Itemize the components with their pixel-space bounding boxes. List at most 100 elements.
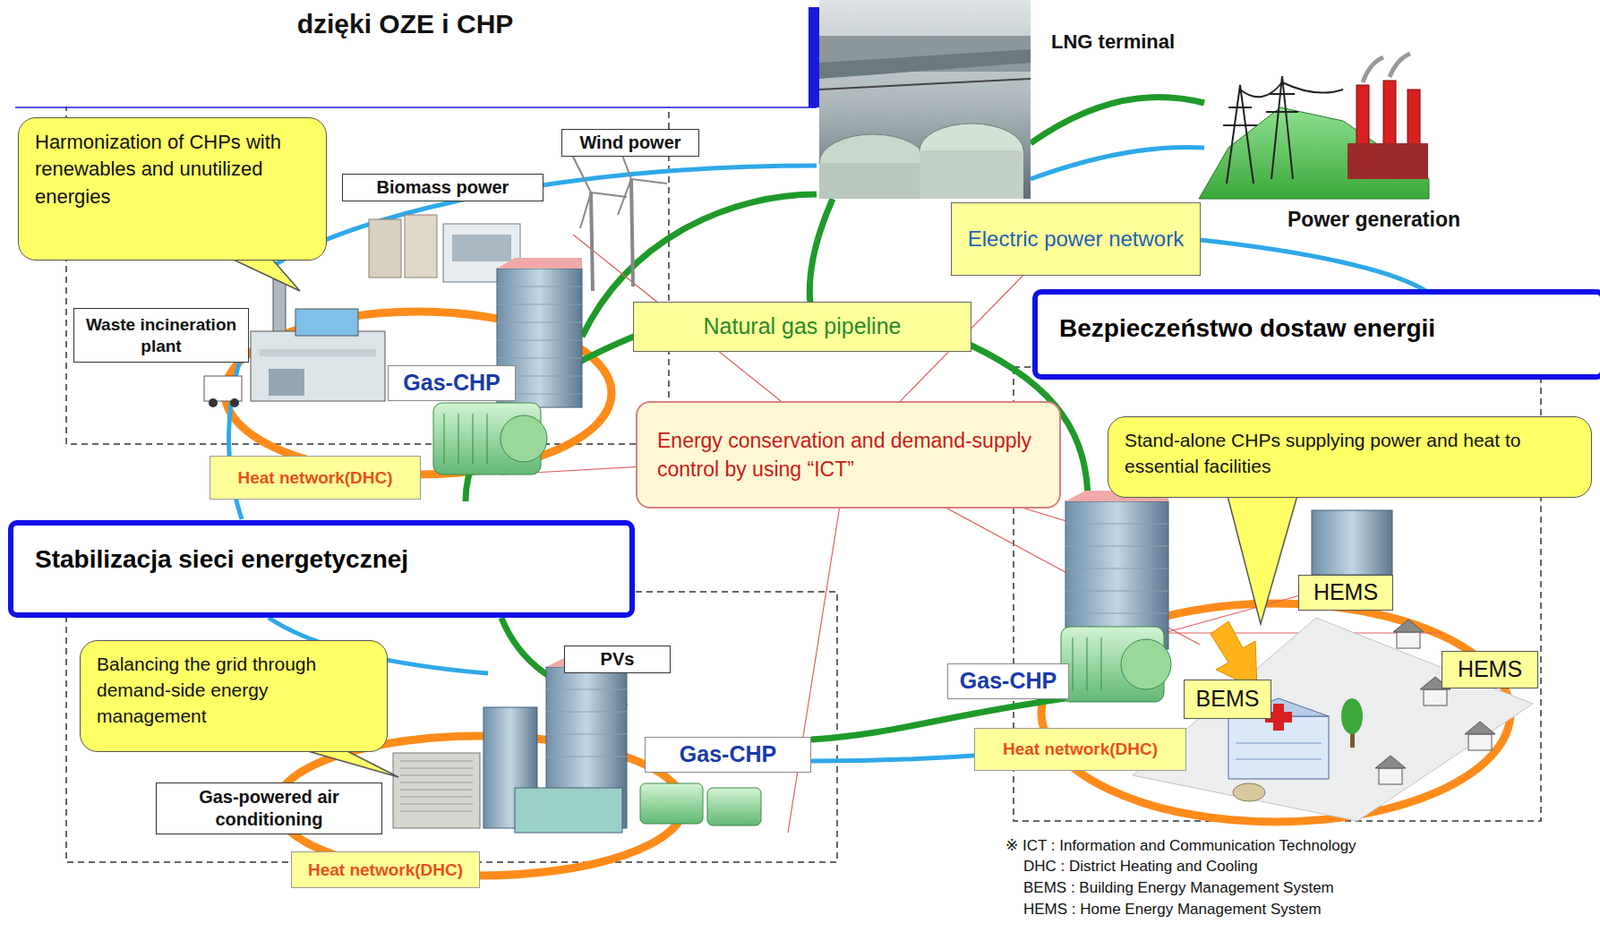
ems-box: HEMS xyxy=(1298,574,1394,611)
abbreviation-note: HEMS : Home Energy Management System xyxy=(1023,900,1322,919)
node-text: Gas-CHP xyxy=(953,667,1063,695)
house xyxy=(1464,721,1496,735)
gas-air-conditioner xyxy=(393,752,480,829)
node-text: Waste incineration plant xyxy=(79,314,243,358)
house xyxy=(1423,689,1447,706)
chp-engine xyxy=(1072,637,1102,692)
gas-pipeline-line xyxy=(1030,96,1205,144)
wind-turbine xyxy=(590,192,593,291)
node-text: Wind power xyxy=(567,131,694,155)
house xyxy=(1468,734,1492,751)
wind-turbine xyxy=(573,156,627,229)
lng-terminal-photo xyxy=(819,49,1031,79)
heat-network-box: Heat network(DHC) xyxy=(974,727,1187,771)
node-text: Biomass power xyxy=(348,176,538,199)
title-frame xyxy=(0,0,811,107)
node-text: Gas-powered air conditioning xyxy=(162,786,377,831)
power-plant-illustration xyxy=(1240,82,1344,97)
house xyxy=(1396,632,1421,649)
ground-plate xyxy=(1132,617,1533,822)
lng-terminal-photo xyxy=(819,0,1031,199)
callout-bubble: Stand-alone CHPs supplying power and hea… xyxy=(1107,416,1592,498)
node-text: HEMS xyxy=(1304,578,1387,607)
callout-bubble: Harmonization of CHPs with renewables an… xyxy=(17,117,327,261)
power-plant-illustration xyxy=(1223,85,1258,184)
waste-incineration-illustration xyxy=(250,331,386,402)
chp-engine xyxy=(433,402,548,475)
illustration-label: Power generation xyxy=(1287,207,1461,232)
waste-incineration-illustration xyxy=(208,398,218,408)
chp-label-box: Gas-CHP xyxy=(947,663,1070,700)
house xyxy=(1393,619,1424,633)
abbreviation-note: DHC : District Heating and Cooling xyxy=(1023,857,1258,876)
power-plant-illustration xyxy=(1266,76,1299,180)
tree xyxy=(1341,698,1363,735)
waste-incineration-illustration xyxy=(268,368,305,396)
node-text: Energy conservation and demand-supply co… xyxy=(657,426,1040,484)
wind-turbine xyxy=(631,179,634,287)
callout-pointer xyxy=(1226,492,1299,625)
callout-pointer xyxy=(223,255,300,291)
node-text: Stabilizacja sieci energetycznej xyxy=(34,543,608,575)
node-text: Heat network(DHC) xyxy=(297,859,474,882)
waste-incineration-illustration xyxy=(295,308,359,336)
label-box: Wind power xyxy=(561,128,700,157)
node-text: Natural gas pipeline xyxy=(641,312,964,341)
wind-turbine xyxy=(573,143,668,291)
callout-bubble: Balancing the grid through demand-side e… xyxy=(79,640,388,753)
lng-terminal-photo xyxy=(819,0,1031,199)
label-box: PVs xyxy=(564,645,671,674)
ict-leader-line xyxy=(1163,590,1317,634)
pipeline-label-box: Natural gas pipeline xyxy=(633,301,972,352)
title-frame xyxy=(0,0,820,108)
tree xyxy=(1341,698,1363,748)
illustration-label: LNG terminal xyxy=(1051,30,1175,54)
chp-engine xyxy=(640,783,762,826)
power-plant-illustration xyxy=(1347,143,1429,180)
waste-incineration-illustration xyxy=(259,349,377,357)
electric-power-line xyxy=(268,165,817,269)
house xyxy=(1375,755,1406,769)
chp-label-box: Gas-CHP xyxy=(387,365,516,402)
hospital-illustration xyxy=(1232,783,1266,802)
gas-pipeline-line xyxy=(809,198,833,305)
office-building xyxy=(483,658,627,833)
node-text: Heat network(DHC) xyxy=(980,738,1181,761)
chp-engine xyxy=(444,413,488,464)
power-plant-illustration xyxy=(1198,53,1429,199)
node-text: Stand-alone CHPs supplying power and hea… xyxy=(1124,427,1575,480)
label-box: Gas-powered air conditioning xyxy=(155,782,383,835)
title-frame xyxy=(808,7,820,108)
ems-box: HEMS xyxy=(1441,650,1539,689)
abbreviation-note: ※ ICT : Information and Communication Te… xyxy=(1005,836,1357,856)
house xyxy=(1375,619,1496,785)
power-plant-illustration xyxy=(1362,53,1411,83)
node-text: Gas-CHP xyxy=(393,368,510,397)
chp-engine xyxy=(500,415,548,463)
office-building xyxy=(514,787,623,833)
waste-incineration-illustration xyxy=(204,376,242,402)
electric-power-line xyxy=(1200,239,1433,296)
node-text: Gas-CHP xyxy=(650,740,805,769)
label-box: Waste incineration plant xyxy=(73,308,249,363)
abbreviation-note: BEMS : Building Energy Management System xyxy=(1023,879,1335,898)
title-frame xyxy=(15,106,817,109)
ict-box: Energy conservation and demand-supply co… xyxy=(635,401,1061,509)
network-label-box: Electric power network xyxy=(950,202,1201,276)
gas-air-conditioner xyxy=(393,752,480,829)
region-outline xyxy=(66,591,838,863)
biomass-plant xyxy=(452,234,512,262)
node-text: HEMS xyxy=(1447,655,1532,684)
gas-air-conditioner xyxy=(400,761,473,812)
office-building xyxy=(546,689,627,757)
label-box: Biomass power xyxy=(342,173,544,202)
node-text: Electric power network xyxy=(958,225,1193,253)
chp-engine xyxy=(640,783,703,824)
node-text: Heat network(DHC) xyxy=(215,467,415,489)
node-text: BEMS xyxy=(1189,684,1266,713)
office-building xyxy=(1311,510,1393,575)
heat-network-box: Heat network(DHC) xyxy=(209,455,421,500)
house xyxy=(1378,768,1403,785)
hospital-illustration xyxy=(1235,743,1322,760)
